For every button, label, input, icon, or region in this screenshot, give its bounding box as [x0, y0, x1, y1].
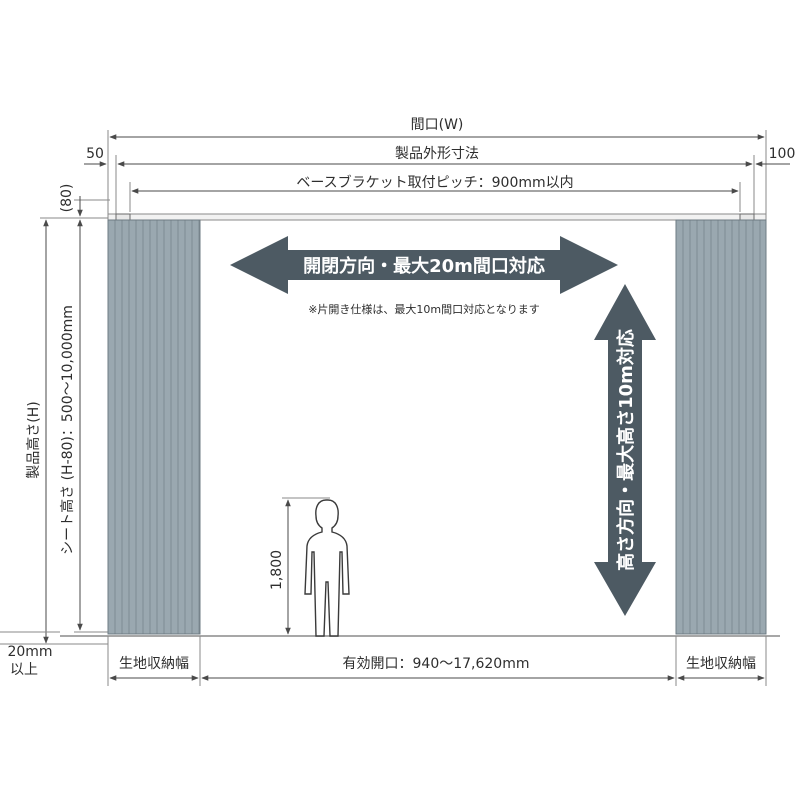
sheet-height-label: シート高さ (H-80)：500～10,000mm — [59, 305, 76, 555]
storage-width-left: 生地収納幅 — [119, 656, 189, 672]
horizontal-arrow-note: ※片開き仕様は、最大10m間口対応となります — [308, 302, 540, 316]
curtain-outline — [675, 219, 767, 635]
vertical-arrow-label: 高さ方向・最大高さ10m対応 — [615, 329, 637, 571]
sheet-height-dimension: シート高さ (H-80)：500～10,000mm — [59, 219, 108, 633]
width-dimension: 間口(W) — [107, 117, 767, 218]
bottom-dimensions: 生地収納幅 有効開口：940～17,620mm 生地収納幅 — [107, 636, 767, 686]
product-outer-dimension: 製品外形寸法 50 100 — [84, 146, 795, 218]
right-offset-value: 100 — [769, 146, 796, 162]
width-label: 間口(W) — [411, 117, 464, 133]
storage-width-right: 生地収納幅 — [686, 656, 756, 672]
horizontal-arrow-label: 開閉方向・最大20m間口対応 — [303, 255, 545, 277]
floor-gap-line2: 以上 — [10, 662, 38, 678]
floor-gap-dimension: 20mm 以上 — [0, 631, 108, 678]
left-offset-value: 50 — [86, 146, 104, 162]
bracket-pitch-label: ベースブラケット取付ピッチ：900mm以内 — [296, 174, 573, 191]
product-height-label: 製品高さ(H) — [25, 401, 42, 478]
person-height-value: 1,800 — [269, 550, 285, 590]
floor-gap-line1: 20mm — [7, 644, 52, 660]
person-silhouette-icon: 1,800 — [269, 497, 350, 637]
top-rail — [107, 213, 767, 229]
product-height-dimension: 製品高さ(H) — [25, 219, 49, 644]
product-outer-label: 製品外形寸法 — [395, 146, 479, 162]
vertical-direction-arrow: 高さ方向・最大高さ10m対応 — [594, 284, 656, 616]
curtain-outline — [107, 219, 201, 635]
effective-opening-label: 有効開口：940～17,620mm — [343, 656, 530, 672]
top-height-dimension: (80) — [40, 184, 110, 219]
folded-curtain-right — [675, 219, 767, 635]
folded-curtain-left — [107, 219, 201, 635]
top-height-value: (80) — [59, 184, 75, 213]
bracket-pitch-dimension: ベースブラケット取付ピッチ：900mm以内 — [129, 174, 741, 212]
horizontal-direction-arrow: 開閉方向・最大20m間口対応 ※片開き仕様は、最大10m間口対応となります — [230, 236, 618, 316]
